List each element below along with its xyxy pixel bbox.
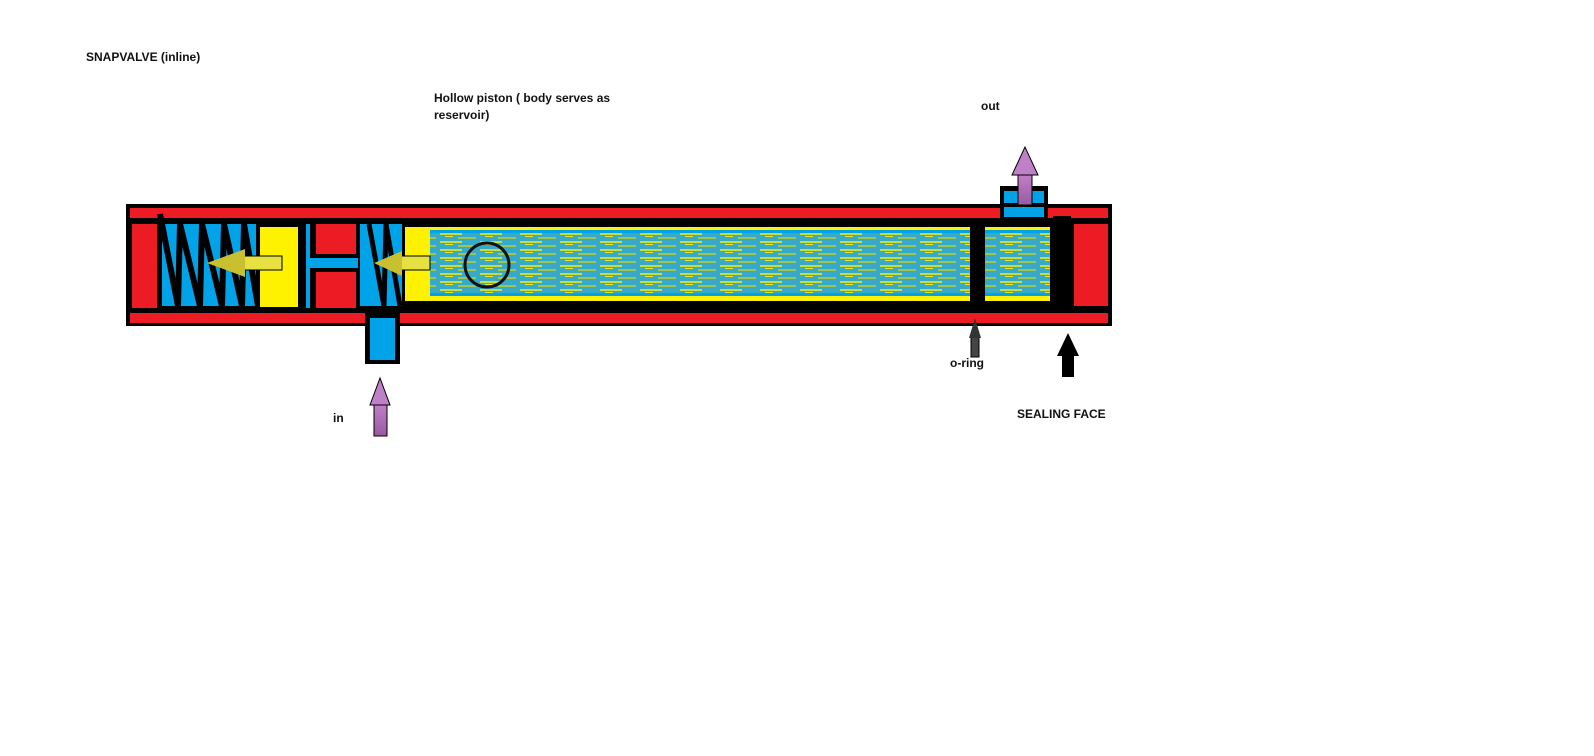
yellow-arrow-left-2 bbox=[374, 251, 431, 276]
diagram-title: SNAPVALVE (inline) bbox=[86, 50, 200, 64]
oring-label: o-ring bbox=[950, 356, 984, 370]
out-flow-arrow bbox=[1011, 145, 1039, 206]
oring-pointer-arrow bbox=[969, 318, 981, 358]
partition-lower bbox=[316, 272, 356, 308]
piston-label-line1: Hollow piston ( body serves as bbox=[434, 91, 610, 105]
partition-upper bbox=[316, 224, 356, 254]
sealing-face-label: SEALING FACE bbox=[1017, 407, 1106, 421]
sealing-face bbox=[1053, 216, 1071, 312]
left-end-plug bbox=[132, 224, 157, 308]
in-flow-arrow bbox=[369, 376, 391, 437]
right-end-plug bbox=[1074, 224, 1108, 306]
piston-label-line2: reservoir) bbox=[434, 108, 489, 122]
o-ring bbox=[970, 218, 985, 310]
hollow-piston bbox=[402, 224, 1052, 304]
yellow-arrow-left-1 bbox=[207, 249, 283, 277]
inlet-port bbox=[365, 312, 400, 364]
sealing-face-pointer-arrow bbox=[1057, 333, 1079, 377]
reservoir-port-circle bbox=[463, 241, 511, 289]
partition-orifice bbox=[308, 258, 358, 268]
in-label: in bbox=[333, 411, 344, 425]
out-label: out bbox=[981, 99, 1000, 113]
